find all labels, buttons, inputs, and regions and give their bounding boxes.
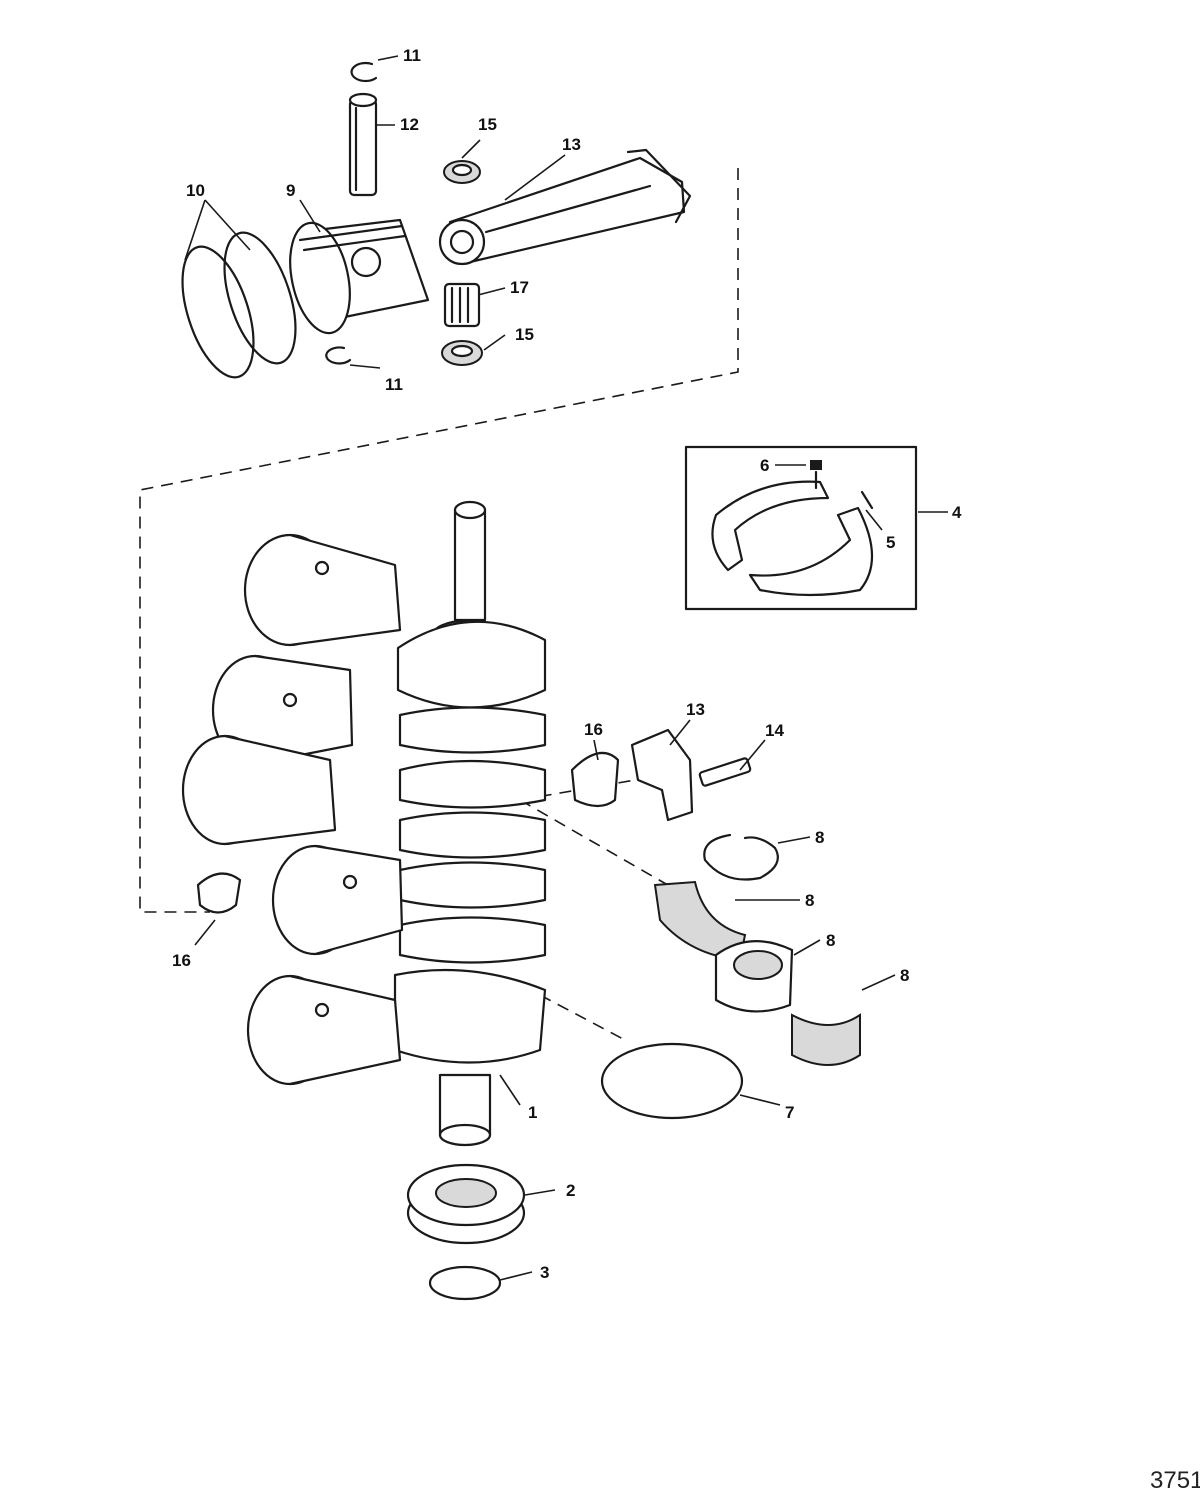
callout-12: 12 — [400, 115, 419, 134]
callout-8-lower-half: 8 — [900, 966, 909, 985]
thrust-washer-top — [443, 160, 481, 184]
needle-bearing-top — [443, 282, 481, 328]
callout-9: 9 — [286, 181, 295, 200]
dashed-leader-seal-ring — [539, 994, 626, 1041]
rod-cap — [630, 728, 694, 822]
bearing-cage-inset-box — [684, 445, 918, 611]
bearing-half-lower — [791, 1013, 861, 1066]
callout-8-upper-half: 8 — [805, 891, 814, 910]
thrust-washer-bottom — [441, 340, 483, 366]
piston-row — [181, 533, 404, 1086]
piston — [289, 218, 430, 335]
callout-13-cap: 13 — [686, 700, 705, 719]
callout-8-roller: 8 — [826, 931, 835, 950]
ball-bearing — [406, 1163, 526, 1245]
callout-4: 4 — [952, 503, 962, 522]
rod-bolt — [698, 757, 752, 787]
callout-15-bottom: 15 — [515, 325, 534, 344]
needle-cage-right — [570, 751, 620, 808]
callout-17: 17 — [510, 278, 529, 297]
leader-lines — [184, 55, 948, 1281]
retaining-ring-bottom — [325, 346, 352, 365]
piston-rings — [181, 231, 297, 379]
piston-pin — [348, 92, 378, 197]
seal-ring-7 — [600, 1042, 744, 1120]
callout-1: 1 — [528, 1103, 537, 1122]
retaining-ring-8 — [703, 833, 779, 881]
figure-number: 3751 — [1150, 1467, 1200, 1494]
callout-16-right: 16 — [584, 720, 603, 739]
dashed-leader-bearing — [519, 799, 681, 893]
connecting-rod — [438, 148, 692, 266]
callout-11-bottom: 11 — [385, 375, 403, 394]
needle-cage-left — [196, 872, 242, 914]
callout-2: 2 — [566, 1181, 575, 1200]
callout-labels: 11 12 15 13 10 9 17 15 11 6 4 5 16 13 14… — [172, 46, 962, 1282]
callout-11-top: 11 — [403, 46, 421, 65]
callout-13-top: 13 — [562, 135, 581, 154]
roller-bearing-right — [714, 940, 794, 1013]
callout-7: 7 — [785, 1103, 794, 1122]
callout-8-ring: 8 — [815, 828, 824, 847]
callout-10: 10 — [186, 181, 205, 200]
callout-5: 5 — [886, 533, 895, 552]
crankshaft — [393, 500, 547, 1147]
callout-16-left: 16 — [172, 951, 191, 970]
callout-15-top: 15 — [478, 115, 497, 134]
bearing-cage-halves — [711, 460, 874, 597]
retaining-ring-top — [350, 61, 378, 83]
retaining-ring-3 — [428, 1265, 502, 1301]
callout-3: 3 — [540, 1263, 549, 1282]
callout-14: 14 — [765, 721, 784, 740]
callout-6: 6 — [760, 456, 769, 475]
